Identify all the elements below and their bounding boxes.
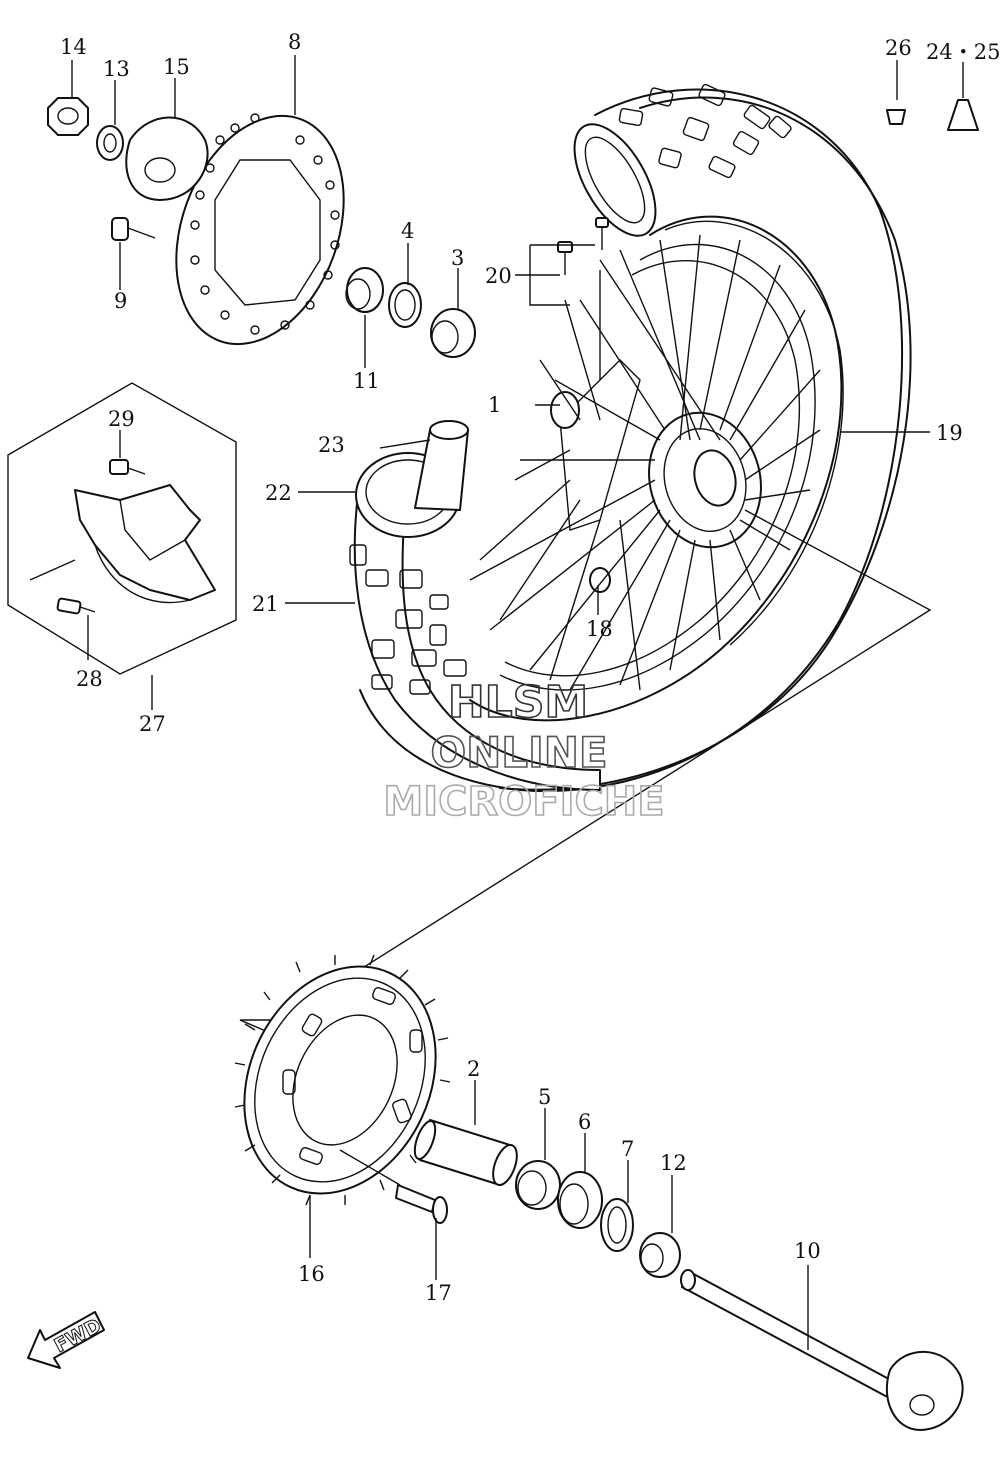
rear-sprocket bbox=[234, 954, 451, 1258]
label-8: 8 bbox=[288, 30, 301, 54]
label-21: 21 bbox=[252, 592, 279, 616]
hub-bearings-left bbox=[345, 243, 476, 368]
label-18: 18 bbox=[586, 617, 613, 641]
disc-fasteners bbox=[47, 60, 209, 290]
brake-disc bbox=[175, 55, 345, 346]
label-23: 23 bbox=[318, 433, 345, 457]
wheel-hub bbox=[550, 359, 762, 593]
label-26: 26 bbox=[885, 36, 912, 60]
disc-guard-assembly bbox=[7, 382, 237, 710]
axle-components bbox=[339, 1080, 681, 1280]
label-17: 17 bbox=[425, 1281, 452, 1305]
label-7: 7 bbox=[621, 1137, 634, 1161]
label-13: 13 bbox=[103, 57, 130, 81]
label-10: 10 bbox=[794, 1239, 821, 1263]
label-6: 6 bbox=[578, 1110, 591, 1134]
watermark-line-3: MICROFICHE bbox=[383, 779, 664, 825]
inner-tube bbox=[414, 420, 469, 511]
label-29: 29 bbox=[108, 407, 135, 431]
spoke-nipples bbox=[557, 217, 609, 275]
label-1: 1 bbox=[488, 393, 501, 417]
fwd-arrow-icon: FWD bbox=[27, 1311, 105, 1369]
spokes bbox=[469, 234, 821, 691]
assembly-guide-lines bbox=[239, 509, 932, 1036]
watermark-line-2: ONLINE bbox=[430, 728, 607, 777]
label-9: 9 bbox=[114, 289, 127, 313]
label-24-25: 24・25 bbox=[926, 40, 1000, 64]
label-22: 22 bbox=[265, 481, 292, 505]
label-5: 5 bbox=[538, 1085, 551, 1109]
label-15: 15 bbox=[163, 55, 190, 79]
rear-axle bbox=[680, 1265, 964, 1431]
label-2: 2 bbox=[467, 1057, 480, 1081]
label-12: 12 bbox=[660, 1151, 687, 1175]
watermark-line-1: HLSM bbox=[448, 677, 588, 728]
label-4: 4 bbox=[401, 219, 414, 243]
watermark: HLSM ONLINE MICROFICHE bbox=[383, 676, 666, 826]
label-11: 11 bbox=[353, 369, 380, 393]
valve-caps bbox=[886, 60, 979, 131]
label-20: 20 bbox=[485, 264, 512, 288]
label-16: 16 bbox=[298, 1262, 325, 1286]
label-19: 19 bbox=[936, 421, 963, 445]
label-28: 28 bbox=[76, 667, 103, 691]
label-14: 14 bbox=[60, 35, 87, 59]
label-27: 27 bbox=[139, 712, 166, 736]
part-number-labels: 1 2 3 4 5 6 7 8 9 10 11 12 13 14 15 16 1… bbox=[60, 30, 1000, 1305]
label-3: 3 bbox=[451, 246, 464, 270]
callouts-upper bbox=[285, 244, 930, 615]
